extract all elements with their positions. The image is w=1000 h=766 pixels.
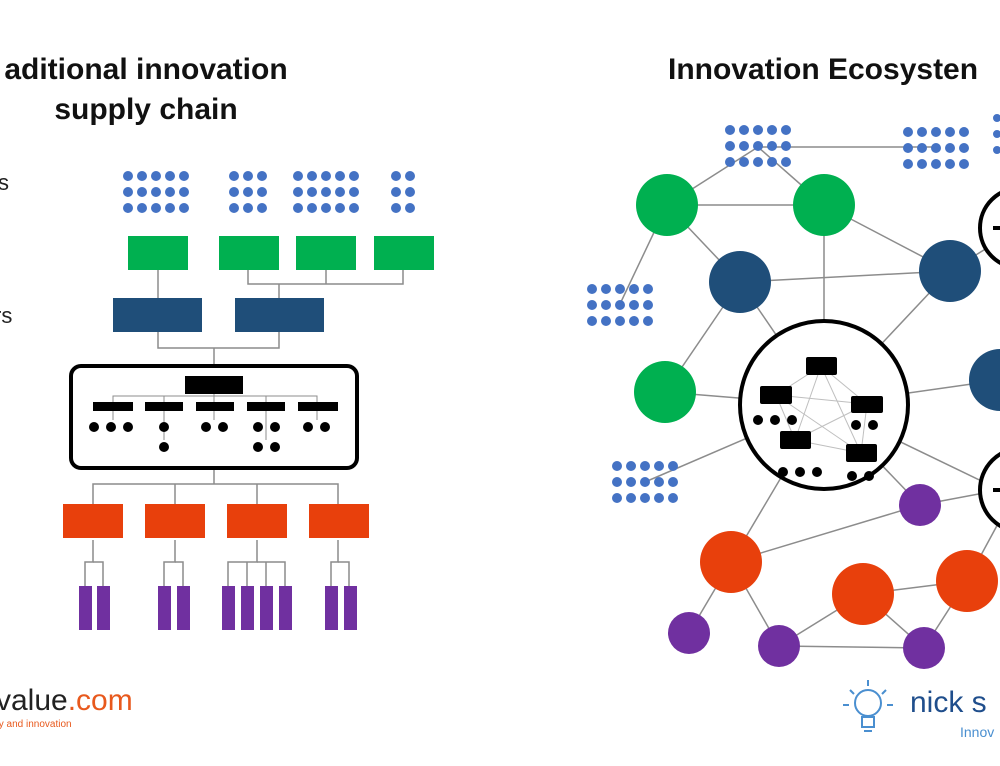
right-logo: nick s bbox=[910, 686, 987, 719]
navy-boxes bbox=[113, 298, 324, 332]
navy-nodes bbox=[709, 240, 1000, 411]
user-dots-top bbox=[123, 171, 415, 213]
right-title: Innovation Ecosysten bbox=[668, 53, 979, 86]
edge-org-marks bbox=[993, 226, 1000, 492]
ecosystem-network bbox=[587, 114, 1000, 669]
central-team-blocks bbox=[753, 357, 883, 481]
purple-bars bbox=[79, 586, 357, 630]
left-title-line2: supply chain bbox=[54, 93, 238, 126]
left-title: aditional innovation supply chain bbox=[0, 50, 306, 130]
left-logo-tagline: ty and innovation bbox=[0, 719, 72, 730]
org-chart bbox=[89, 376, 338, 452]
supply-chain-diagram bbox=[63, 171, 434, 630]
chain-connectors bbox=[84, 270, 404, 586]
side-label-1: s bbox=[0, 170, 9, 195]
ecosystem-user-dots bbox=[587, 114, 1000, 503]
side-label-2: rs bbox=[0, 303, 13, 328]
purple-nodes bbox=[668, 484, 945, 669]
green-boxes bbox=[128, 236, 434, 270]
orange-boxes bbox=[63, 504, 369, 538]
edge-org-nodes bbox=[978, 191, 1000, 529]
left-logo-prefix: value bbox=[0, 684, 68, 717]
orange-nodes bbox=[700, 531, 998, 625]
right-logo-sub: Innov bbox=[960, 724, 995, 740]
left-logo-suffix: .com bbox=[67, 684, 133, 717]
left-logo: value.com bbox=[0, 684, 133, 718]
green-nodes bbox=[634, 174, 855, 423]
lightbulb-icon bbox=[843, 680, 893, 732]
left-title-line1: aditional innovation bbox=[4, 53, 288, 86]
